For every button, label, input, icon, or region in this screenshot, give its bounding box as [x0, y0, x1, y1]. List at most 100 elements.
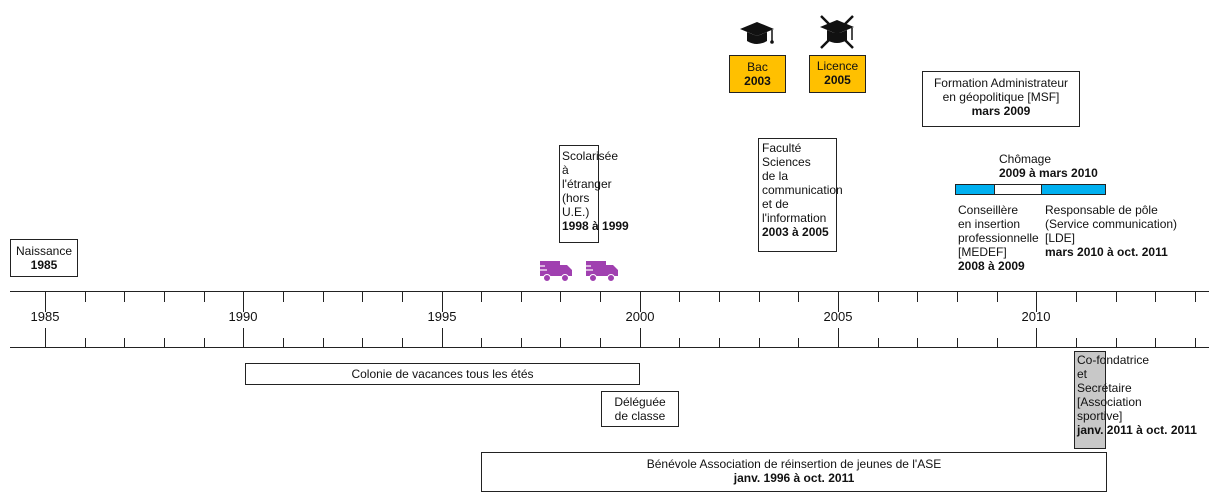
event-label-line: de la — [762, 169, 789, 183]
event-date: 2008 à 2009 — [958, 259, 1025, 273]
crossed-graduation-cap-icon — [820, 15, 854, 49]
event-cofondatrice-marker — [1074, 351, 1106, 449]
axis-tick — [1195, 292, 1196, 302]
event-label: Colonie de vacances tous les étés — [351, 367, 534, 381]
axis-tick — [164, 338, 165, 348]
axis-tick — [719, 292, 720, 302]
axis-tick — [957, 292, 958, 302]
axis-tick — [1036, 292, 1037, 312]
axis-year-label: 1990 — [228, 309, 258, 324]
event-label-line: à — [562, 163, 569, 177]
axis-tick — [838, 292, 839, 312]
axis-tick — [957, 338, 958, 348]
axis-tick — [838, 328, 839, 348]
event-label-line: sportive] — [1077, 409, 1123, 423]
axis-tick — [878, 292, 879, 302]
axis-tick — [917, 292, 918, 302]
event-label: Chômage — [999, 152, 1052, 166]
axis-tick — [1036, 328, 1037, 348]
period-bar-conseillere — [955, 184, 995, 195]
axis-tick — [323, 292, 324, 302]
event-label-line: communication — [762, 183, 843, 197]
event-date: 2003 à 2005 — [762, 225, 829, 239]
axis-tick — [1195, 338, 1196, 348]
axis-tick — [45, 328, 46, 348]
axis-tick — [362, 338, 363, 348]
axis-tick — [640, 292, 641, 312]
axis-tick — [283, 292, 284, 302]
event-scolarisee: Scolarisée à l'étranger (hors U.E.) 1998… — [562, 149, 642, 233]
event-label-line: [LDE] — [1045, 231, 1076, 245]
event-date: janv. 2011 à oct. 2011 — [1077, 423, 1197, 437]
axis-tick — [1155, 292, 1156, 302]
event-date: mars 2009 — [971, 104, 1031, 118]
event-label: Bénévole Association de réinsertion de j… — [646, 457, 942, 471]
event-label-line: l'information — [762, 211, 827, 225]
axis-tick — [521, 338, 522, 348]
event-bac: Bac 2003 — [729, 55, 786, 93]
event-faculte: Faculté Sciences de la communication et … — [762, 141, 862, 239]
axis-tick — [204, 292, 205, 302]
period-bar-chomage — [994, 184, 1042, 195]
event-label: Naissance — [15, 244, 73, 258]
axis-tick — [521, 292, 522, 302]
period-bar-responsable — [1041, 184, 1106, 195]
axis-tick — [560, 292, 561, 302]
axis-year-label: 2005 — [823, 309, 853, 324]
event-label-line: [Association — [1077, 395, 1142, 409]
axis-tick — [1155, 338, 1156, 348]
event-chomage: Chômage 2009 à mars 2010 — [999, 152, 1119, 180]
event-label-line: en géopolitique [MSF] — [942, 90, 1060, 104]
event-label: Bac — [747, 60, 768, 74]
event-conseillere: Conseillère en insertion professionnelle… — [958, 203, 1058, 273]
axis-tick — [719, 338, 720, 348]
axis-tick — [243, 292, 244, 312]
axis-tick — [759, 292, 760, 302]
axis-tick — [283, 338, 284, 348]
axis-year-label: 2010 — [1021, 309, 1051, 324]
axis-tick — [481, 292, 482, 302]
event-label-line: Faculté — [762, 141, 802, 155]
event-label-line: (Service communication) — [1045, 217, 1178, 231]
axis-year-label: 1995 — [427, 309, 457, 324]
event-date: mars 2010 à oct. 2011 — [1045, 245, 1168, 259]
event-cofondatrice: Co-fondatrice et Secrétaire [Association… — [1077, 353, 1207, 437]
axis-tick — [798, 292, 799, 302]
axis-tick — [243, 328, 244, 348]
event-label-line: de classe — [614, 409, 666, 423]
event-label-line: Co-fondatrice — [1077, 353, 1150, 367]
axis-tick — [997, 292, 998, 302]
event-label-line: Conseillère — [958, 203, 1019, 217]
event-date: 2005 — [824, 73, 851, 87]
axis-tick — [442, 328, 443, 348]
axis-tick — [442, 292, 443, 312]
event-benevole: Bénévole Association de réinsertion de j… — [481, 452, 1107, 492]
axis-tick — [481, 338, 482, 348]
event-label-line: Sciences — [762, 155, 811, 169]
axis-tick — [164, 292, 165, 302]
timeline-axis-top — [10, 291, 1209, 292]
event-label-line: et de — [762, 197, 789, 211]
event-label-line: Responsable de pôle — [1045, 203, 1158, 217]
timeline-axis-bottom — [10, 347, 1209, 348]
axis-tick — [759, 338, 760, 348]
event-responsable: Responsable de pôle (Service communicati… — [1045, 203, 1205, 259]
axis-tick — [1076, 292, 1077, 302]
event-label-line: (hors — [562, 191, 590, 205]
event-date: 2009 à mars 2010 — [999, 166, 1098, 180]
axis-year-label: 2000 — [625, 309, 655, 324]
truck-icon — [585, 261, 618, 282]
event-faculte-marker — [758, 138, 837, 252]
axis-tick — [124, 292, 125, 302]
event-label-line: et — [1077, 367, 1088, 381]
event-label: Licence — [816, 59, 859, 73]
axis-tick — [402, 338, 403, 348]
event-label-line: Secrétaire — [1077, 381, 1132, 395]
event-scolarisee-marker — [559, 145, 599, 243]
graduation-cap-icon — [740, 22, 774, 44]
axis-tick — [402, 292, 403, 302]
axis-tick — [679, 338, 680, 348]
event-label-line: l'étranger — [562, 177, 612, 191]
event-date: 1998 à 1999 — [562, 219, 629, 233]
event-deleguee: Déléguée de classe — [601, 391, 679, 427]
